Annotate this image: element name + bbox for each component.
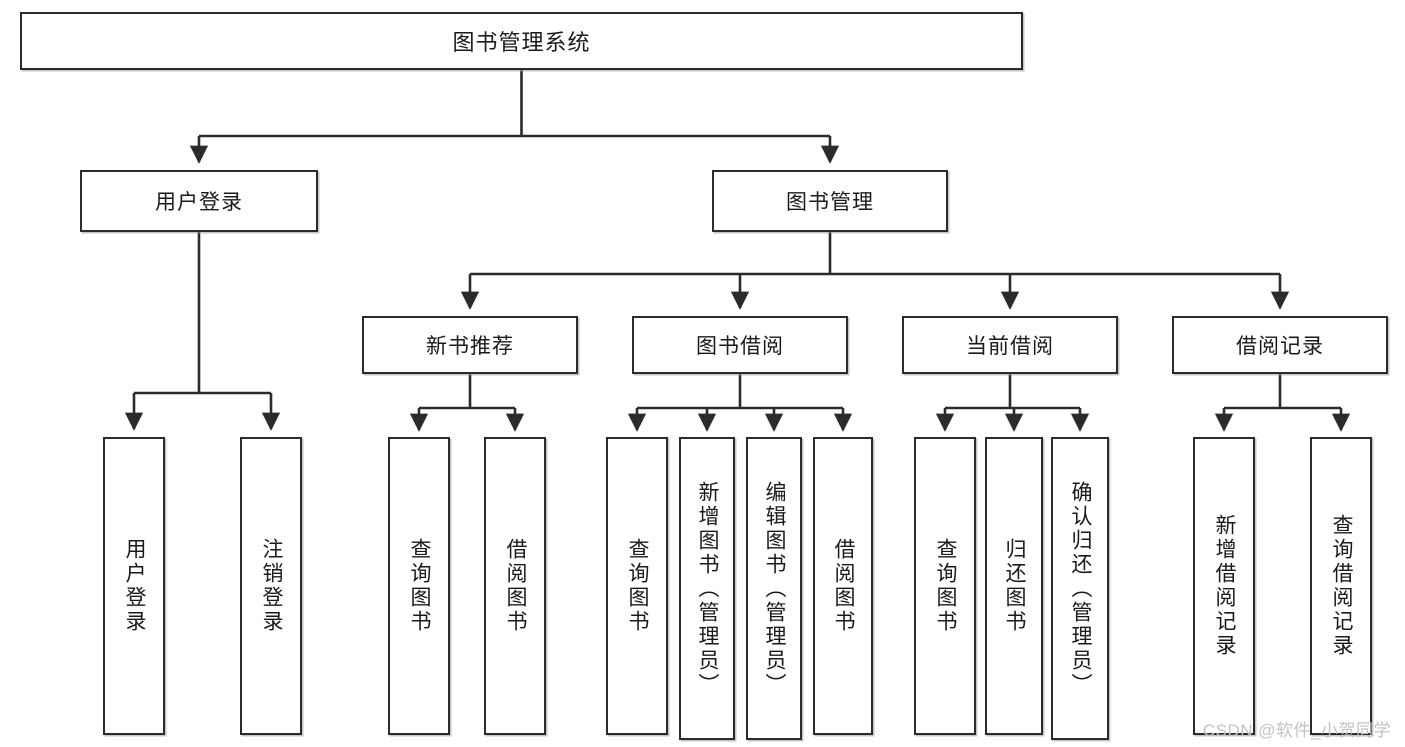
node-label: 查询借阅记录 xyxy=(1330,514,1354,658)
node-label: 当前借阅 xyxy=(966,335,1054,358)
node-borrow-record[interactable]: 借阅记录 xyxy=(1172,316,1388,374)
node-label: 新增图书（管理员） xyxy=(696,480,720,697)
node-label: 注销登录 xyxy=(260,538,284,634)
node-label: 确认归还（管理员） xyxy=(1069,480,1093,697)
csdn-watermark: CSDN @软件_小贺同学 xyxy=(1202,721,1391,740)
node-leaf-query-books-3[interactable]: 查询图书 xyxy=(914,437,976,735)
node-label: 用户登录 xyxy=(123,538,147,634)
node-label: 查询图书 xyxy=(408,538,432,634)
node-new-book-recommend[interactable]: 新书推荐 xyxy=(362,316,578,374)
node-label: 查询图书 xyxy=(626,538,650,634)
node-label: 新增借阅记录 xyxy=(1213,514,1237,658)
node-label: 借阅记录 xyxy=(1236,335,1324,358)
node-label: 借阅图书 xyxy=(832,538,856,634)
node-leaf-query-books-2[interactable]: 查询图书 xyxy=(606,437,668,735)
node-book-borrow[interactable]: 图书借阅 xyxy=(632,316,848,374)
node-leaf-query-books-1[interactable]: 查询图书 xyxy=(388,437,450,735)
node-label: 新书推荐 xyxy=(426,335,514,358)
node-label: 图书管理系统 xyxy=(452,30,591,55)
node-leaf-user-login[interactable]: 用户登录 xyxy=(103,437,165,735)
node-label: 图书借阅 xyxy=(696,335,784,358)
node-leaf-return-books[interactable]: 归还图书 xyxy=(985,437,1043,735)
node-leaf-confirm-return-admin[interactable]: 确认归还（管理员） xyxy=(1051,437,1109,740)
node-leaf-query-borrow-record[interactable]: 查询借阅记录 xyxy=(1310,437,1372,735)
node-leaf-add-book-admin[interactable]: 新增图书（管理员） xyxy=(679,437,735,740)
node-leaf-borrow-books-2[interactable]: 借阅图书 xyxy=(813,437,873,735)
node-current-borrow[interactable]: 当前借阅 xyxy=(902,316,1118,374)
node-root-system[interactable]: 图书管理系统 xyxy=(20,12,1023,70)
node-label: 查询图书 xyxy=(934,538,958,634)
node-label: 图书管理 xyxy=(786,191,874,214)
node-leaf-add-borrow-record[interactable]: 新增借阅记录 xyxy=(1193,437,1255,735)
node-leaf-edit-book-admin[interactable]: 编辑图书（管理员） xyxy=(746,437,802,740)
node-book-management[interactable]: 图书管理 xyxy=(712,170,948,232)
node-label: 编辑图书（管理员） xyxy=(763,480,787,697)
node-user-login[interactable]: 用户登录 xyxy=(80,170,318,232)
node-label: 借阅图书 xyxy=(504,538,528,634)
node-label: 用户登录 xyxy=(155,191,243,214)
node-leaf-logout[interactable]: 注销登录 xyxy=(240,437,302,735)
node-label: 归还图书 xyxy=(1003,538,1027,634)
node-leaf-borrow-books-1[interactable]: 借阅图书 xyxy=(484,437,546,735)
